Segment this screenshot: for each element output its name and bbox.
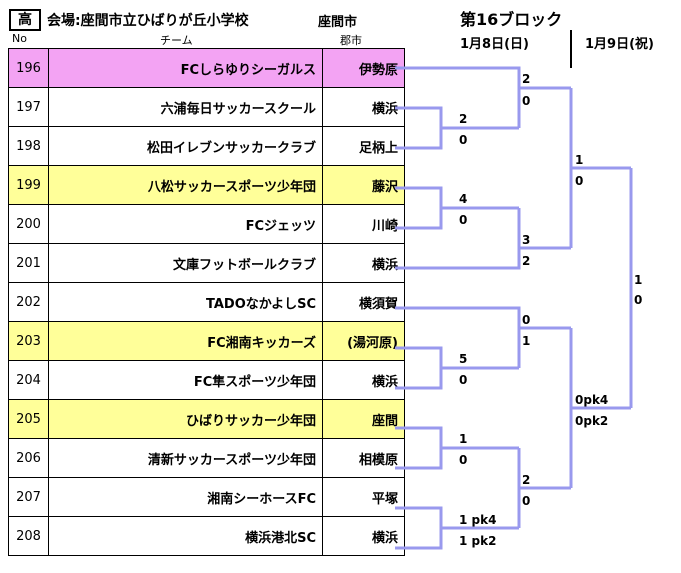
- team-name: ひばりサッカー少年団: [48, 399, 323, 439]
- score-r3b-bottom: 0pk2: [575, 414, 609, 428]
- score-r2c-bottom: 1: [522, 334, 531, 348]
- team-no: 196: [8, 48, 49, 88]
- date-day2: 1月9日(祝): [585, 37, 654, 52]
- score-final-bottom: 0: [634, 293, 643, 307]
- score-203-204-top: 5: [459, 352, 468, 366]
- team-no: 201: [8, 243, 49, 283]
- date-separator: [570, 30, 572, 68]
- bracket-line: [395, 66, 521, 128]
- team-name: FC隼スポーツ少年団: [48, 360, 323, 400]
- team-city: 横浜: [322, 87, 405, 127]
- team-no: 206: [8, 438, 49, 478]
- team-name: 松田イレブンサッカークラブ: [48, 126, 323, 166]
- score-r2d-bottom: 0: [522, 494, 531, 508]
- team-name: FC湘南キッカーズ: [48, 321, 323, 361]
- host-city: 座間市: [318, 15, 358, 30]
- bracket-line: [395, 208, 521, 270]
- score-205-206-bottom: 0: [459, 453, 468, 467]
- team-name: 横浜港北SC: [48, 516, 323, 556]
- team-name: FCしらゆりシーガルス: [48, 48, 323, 88]
- team-no: 200: [8, 204, 49, 244]
- category-badge: 高: [9, 9, 41, 31]
- team-city: 平塚: [322, 477, 405, 517]
- team-no: 204: [8, 360, 49, 400]
- score-199-200-bottom: 0: [459, 213, 468, 227]
- score-197-198-bottom: 0: [459, 133, 468, 147]
- column-header-city: 郡市: [340, 34, 362, 47]
- team-no: 205: [8, 399, 49, 439]
- team-city: 横須賀: [322, 282, 405, 322]
- team-city: 横浜: [322, 516, 405, 556]
- team-city: 横浜: [322, 243, 405, 283]
- score-r2c-top: 0: [522, 313, 531, 327]
- bracket-line: [395, 426, 443, 470]
- team-no: 198: [8, 126, 49, 166]
- team-name: 清新サッカースポーツ少年団: [48, 438, 323, 478]
- score-r2b-bottom: 2: [522, 254, 531, 268]
- team-no: 203: [8, 321, 49, 361]
- bracket-line: [395, 106, 443, 150]
- team-city: 伊勢原: [322, 48, 405, 88]
- score-205-206-top: 1: [459, 432, 468, 446]
- score-r3b-top: 0pk4: [575, 393, 609, 407]
- column-header-no: No: [12, 32, 27, 45]
- team-city: 座間: [322, 399, 405, 439]
- team-city: 藤沢: [322, 165, 405, 205]
- bracket-line: [395, 186, 443, 230]
- team-no: 197: [8, 87, 49, 127]
- score-r3a-bottom: 0: [575, 174, 584, 188]
- score-final-top: 1: [634, 273, 643, 287]
- team-name: TADOなかよしSC: [48, 282, 323, 322]
- team-city: 横浜: [322, 360, 405, 400]
- score-207-208-bottom: 1 pk2: [459, 534, 497, 548]
- score-207-208-top: 1 pk4: [459, 513, 497, 527]
- score-r2a-bottom: 0: [522, 94, 531, 108]
- score-r3a-top: 1: [575, 153, 584, 167]
- score-199-200-top: 4: [459, 192, 468, 206]
- bracket-line: [395, 506, 443, 550]
- score-203-204-bottom: 0: [459, 373, 468, 387]
- score-197-198-top: 2: [459, 112, 468, 126]
- score-r2b-top: 3: [522, 233, 531, 247]
- venue-title: 会場:座間市立ひばりが丘小学校: [47, 13, 249, 29]
- team-city: (湯河原): [322, 321, 405, 361]
- score-r2d-top: 2: [522, 473, 531, 487]
- team-name: 湘南シーホースFC: [48, 477, 323, 517]
- block-title: 第16ブロック: [460, 10, 563, 29]
- bracket-line: [395, 306, 521, 368]
- team-city: 相模原: [322, 438, 405, 478]
- score-r2a-top: 2: [522, 72, 531, 86]
- team-name: 八松サッカースポーツ少年団: [48, 165, 323, 205]
- column-header-team: チーム: [160, 34, 193, 47]
- date-day1: 1月8日(日): [460, 37, 529, 52]
- bracket-line: [395, 346, 443, 390]
